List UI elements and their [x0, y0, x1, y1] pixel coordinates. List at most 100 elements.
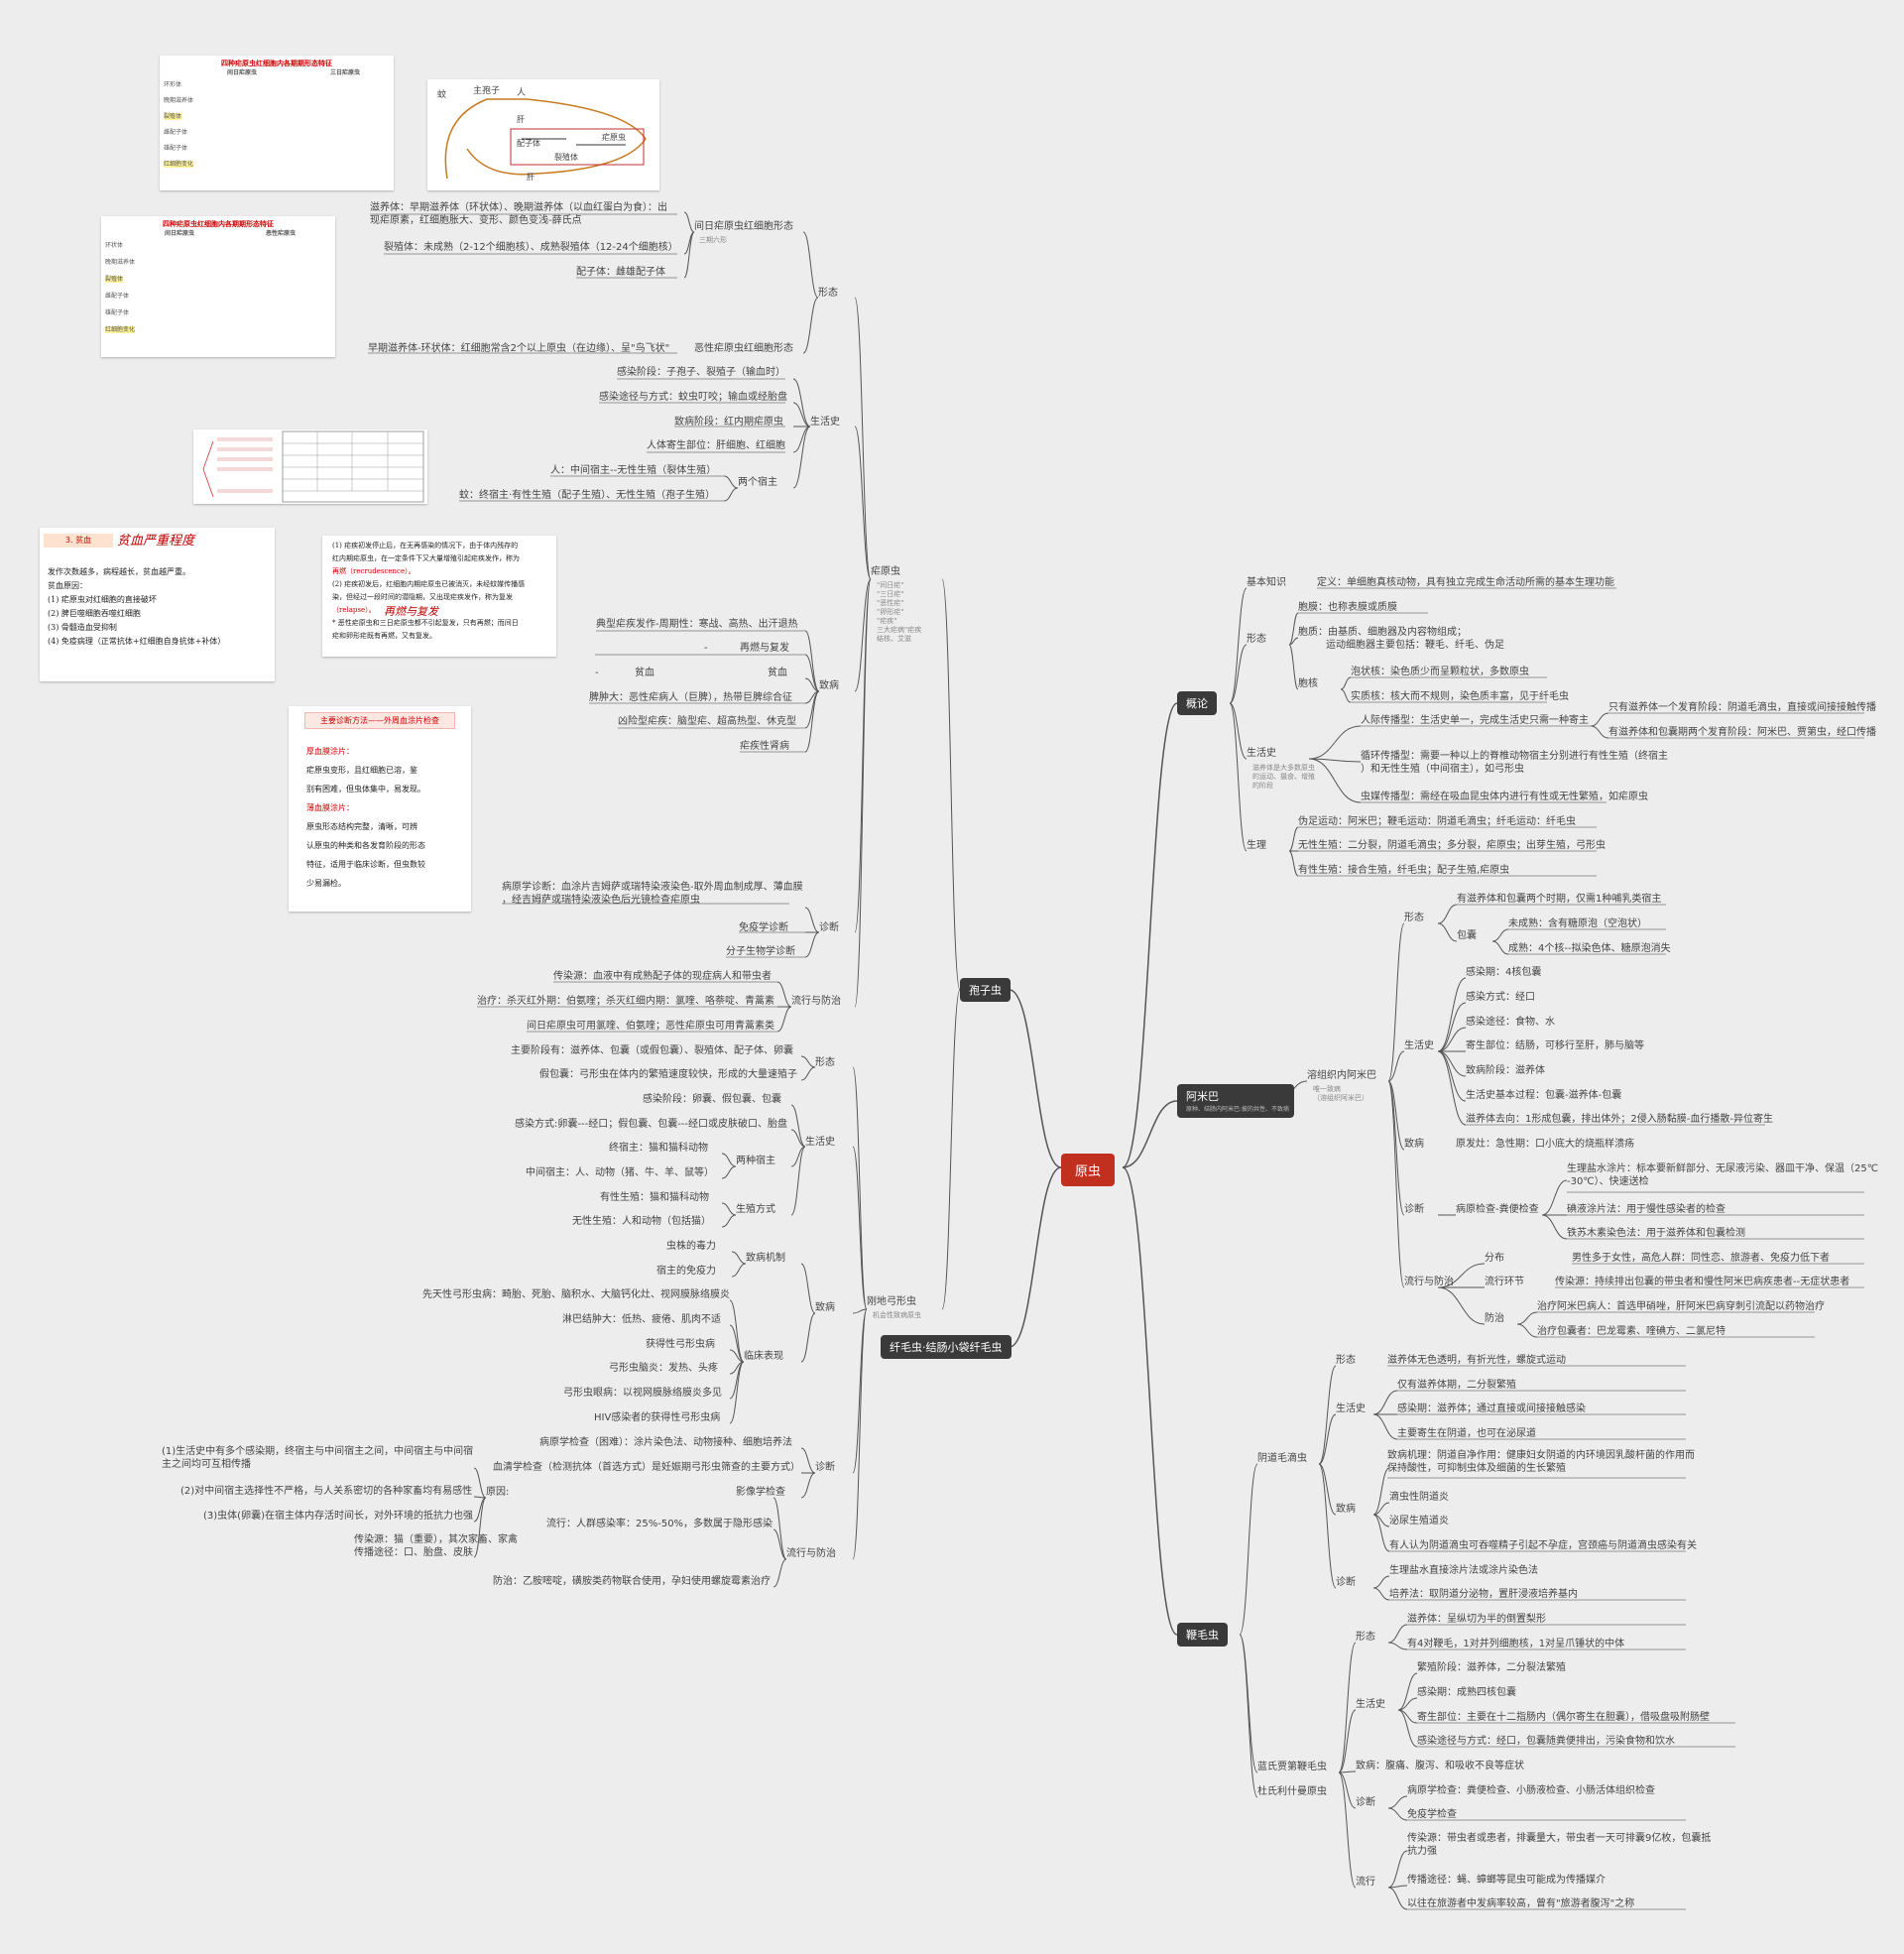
am-note: 唯一致病（溶组织阿米巴） [1313, 1085, 1368, 1102]
vivax-gametocyte: 配子体：雌雄配子体 [576, 267, 665, 278]
life-2: 感染途径与方式：蚊虫叮咬；输血或经胎盘 [599, 392, 787, 403]
connector [1288, 644, 1299, 690]
topic-overview[interactable]: 概论 [1177, 691, 1217, 715]
dis-4: 脾肿大：恶性疟病人（巨脾），热带巨脾综合征 [589, 692, 792, 703]
am-cyst[interactable]: 包囊 [1457, 930, 1477, 941]
plas-diagnosis[interactable]: 诊断 [819, 922, 839, 933]
topic-amoeba[interactable]: 阿米巴原种、结肠内阿米巴:披的共性、不致病 [1177, 1084, 1294, 1118]
connector [1437, 1027, 1467, 1052]
root-node[interactable]: 原虫 [1061, 1154, 1116, 1186]
connector [852, 1308, 868, 1560]
plas-prevention[interactable]: 流行与防治 [791, 996, 841, 1007]
toxo-morph[interactable]: 形态 [815, 1057, 835, 1068]
toxo-cause[interactable]: 原因: [486, 1487, 510, 1498]
am-morph[interactable]: 形态 [1404, 913, 1424, 923]
tv-disease[interactable]: 致病 [1336, 1504, 1356, 1515]
connector [792, 378, 811, 427]
toxo-c5: 弓形虫眼病：以视网膜脉络膜炎多见 [563, 1388, 722, 1399]
connector [1437, 1050, 1467, 1126]
ov-l1: 人际传播型：生活史单一，完成生活史只需一种寄主 [1361, 715, 1589, 726]
ov-nucleus[interactable]: 胞核 [1298, 678, 1318, 689]
tv-l2: 感染期：滋养体；通过直接或间接接触感染 [1397, 1404, 1586, 1414]
plas-disease[interactable]: 致病 [819, 680, 839, 691]
life-1: 感染阶段：子孢子、裂殖子（输血时） [617, 367, 785, 378]
plas-life[interactable]: 生活史 [810, 417, 840, 427]
dis-2-dash: - [704, 643, 708, 654]
ov-life[interactable]: 生活史 [1247, 748, 1276, 759]
am-ctrl[interactable]: 防治 [1485, 1313, 1504, 1324]
am-m1: 有滋养体和包囊两个时期，仅需1种哺乳类宿主 [1457, 894, 1662, 905]
prev-treatment: 治疗：杀灭红外期：伯氨喹；杀灭红细内期：氯喹、咯萘啶、青蒿素 [477, 996, 774, 1007]
plasmodium-label[interactable]: 疟原虫 [871, 566, 900, 577]
connector [804, 654, 820, 692]
tv-diagnosis[interactable]: 诊断 [1336, 1577, 1356, 1588]
connector [1009, 1166, 1062, 1348]
connector [1590, 725, 1609, 739]
connector [1372, 1502, 1390, 1516]
am-pathogen[interactable]: 病原检查-粪便检查 [1456, 1204, 1539, 1215]
am-label[interactable]: 溶组织内阿米巴 [1307, 1070, 1376, 1081]
am-dist[interactable]: 分布 [1485, 1253, 1504, 1264]
connector [776, 1006, 792, 1033]
connector [729, 1349, 745, 1363]
ov-morph[interactable]: 形态 [1247, 634, 1266, 645]
falc-trophozoite: 早期滋养体-环状体：红细胞常含2个以上原虫（在边缘）、呈"鸟飞状" [368, 343, 670, 354]
connector [792, 426, 811, 453]
falc-morph[interactable]: 恶性疟原虫红细胞形态 [694, 343, 793, 354]
gia-morph[interactable]: 形态 [1356, 1632, 1375, 1643]
toxo-repro[interactable]: 生殖方式 [736, 1204, 775, 1215]
toxo-mechanism[interactable]: 致病机制 [746, 1253, 785, 1264]
connector [683, 211, 695, 233]
tv-life[interactable]: 生活史 [1336, 1404, 1366, 1414]
connector [800, 1055, 816, 1068]
gia-diagnosis[interactable]: 诊断 [1356, 1797, 1375, 1808]
topic-flagellate[interactable]: 鞭毛虫 [1177, 1623, 1228, 1647]
toxo-hosts[interactable]: 两种宿主 [736, 1156, 775, 1166]
gia-prev[interactable]: 流行 [1356, 1877, 1375, 1888]
tv-morph[interactable]: 形态 [1336, 1355, 1356, 1366]
gia-life[interactable]: 生活史 [1356, 1699, 1385, 1710]
life-mosquito: 蚊：终宿主·有性生殖（配子生殖）、无性生殖（孢子生殖） [459, 490, 716, 501]
am-disease[interactable]: 致病 [1404, 1139, 1424, 1150]
toxo-diagnosis[interactable]: 诊断 [815, 1462, 835, 1473]
ov-phys[interactable]: 生理 [1247, 840, 1266, 851]
connector [1387, 922, 1405, 1082]
life-hosts[interactable]: 两个宿主 [738, 477, 777, 488]
gia-label[interactable]: 蓝氏贾第鞭毛虫 [1257, 1762, 1327, 1772]
am-life[interactable]: 生活史 [1404, 1040, 1434, 1051]
am-link[interactable]: 流行环节 [1485, 1277, 1524, 1287]
plasmodium-note: "间日疟""三日疟""恶性疟""卵形疟" "疟疾"三大疟病"疟疾结核、艾滋 [877, 581, 922, 643]
ov-basic[interactable]: 基本知识 [1247, 577, 1286, 588]
leish-label[interactable]: 杜氏利什曼原虫 [1257, 1786, 1327, 1797]
toxo-label[interactable]: 刚地弓形虫 [867, 1296, 916, 1307]
toxo-clinical[interactable]: 临床表现 [744, 1351, 783, 1362]
connector [1372, 1467, 1390, 1516]
plas-morph[interactable]: 形态 [818, 288, 838, 299]
am-diagnosis[interactable]: 诊断 [1404, 1204, 1424, 1215]
image-table-vivax-malariae: 四种疟原虫红细胞内各期期形态特征 间日疟原虫三日疟原虫 环形体 晚期滋养体 裂殖… [160, 56, 394, 190]
connector [1387, 1624, 1408, 1644]
connector [1387, 1887, 1408, 1910]
vivax-morph[interactable]: 间日疟原虫红细胞形态 [694, 221, 793, 232]
ov-life-note: 滋养体是大多数原虫的运动、摄食、增殖的阶段 [1252, 764, 1315, 790]
connector [804, 690, 820, 753]
connector [800, 1472, 816, 1499]
tv-label[interactable]: 阴道毛滴虫 [1257, 1453, 1307, 1464]
connector [1338, 1771, 1357, 1889]
toxo-disease[interactable]: 致病 [815, 1302, 835, 1313]
am-prevention[interactable]: 流行与防治 [1404, 1277, 1454, 1287]
toxo-prevention[interactable]: 流行与防治 [786, 1548, 836, 1559]
gia-p1: 传染源：带虫者或患者，排囊量大，带虫者一天可排囊9亿枚，包囊抵抗力强 [1407, 1833, 1712, 1857]
tv-g1: 生理盐水直接涂片法或涂片染色法 [1389, 1565, 1538, 1576]
topic-sporozoa[interactable]: 孢子虫 [960, 978, 1011, 1002]
topic-ciliate[interactable]: 纤毛虫·结肠小袋纤毛虫 [881, 1335, 1012, 1359]
life-human: 人：中间宿主--无性生殖（裂体生殖） [550, 465, 717, 476]
connector [852, 1066, 868, 1310]
toxo-life[interactable]: 生活史 [805, 1137, 835, 1148]
connector [1541, 1214, 1568, 1240]
life-4: 人体寄生部位：肝细胞、红细胞 [647, 440, 785, 451]
connector [1288, 637, 1299, 646]
connector [1491, 928, 1509, 942]
ov-n2: 实质核：核大而不规则，染色质丰富，见于纤毛虫 [1351, 691, 1569, 702]
prev-source: 传染源：血液中有成熟配子体的现症病人和带虫者 [553, 971, 772, 982]
